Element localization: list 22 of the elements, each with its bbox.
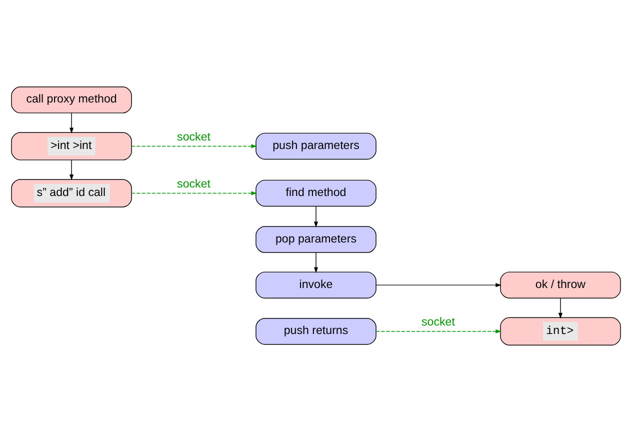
arrow <box>376 283 502 288</box>
arrow <box>376 329 502 334</box>
arrow <box>314 206 318 228</box>
edge-label: socket <box>422 316 455 328</box>
arrow <box>558 298 562 319</box>
arrow <box>70 160 74 180</box>
node-box: find method <box>256 180 376 207</box>
node-box: invoke <box>256 272 376 298</box>
node-box: int> <box>500 317 621 346</box>
arrow <box>131 144 257 148</box>
node-box: push parameters <box>256 132 376 160</box>
node-box: ok / throw <box>500 272 621 298</box>
node-box: push returns <box>256 318 376 345</box>
node-box: call proxy method <box>11 86 132 114</box>
arrow <box>314 252 318 274</box>
node-box: >int >int <box>11 132 132 160</box>
arrow <box>131 191 257 196</box>
node-box: pop parameters <box>256 226 376 253</box>
node-box: s” add” id call <box>11 179 132 208</box>
edge-label: socket <box>177 178 210 190</box>
edge-label: socket <box>177 131 210 144</box>
arrow <box>70 112 74 134</box>
